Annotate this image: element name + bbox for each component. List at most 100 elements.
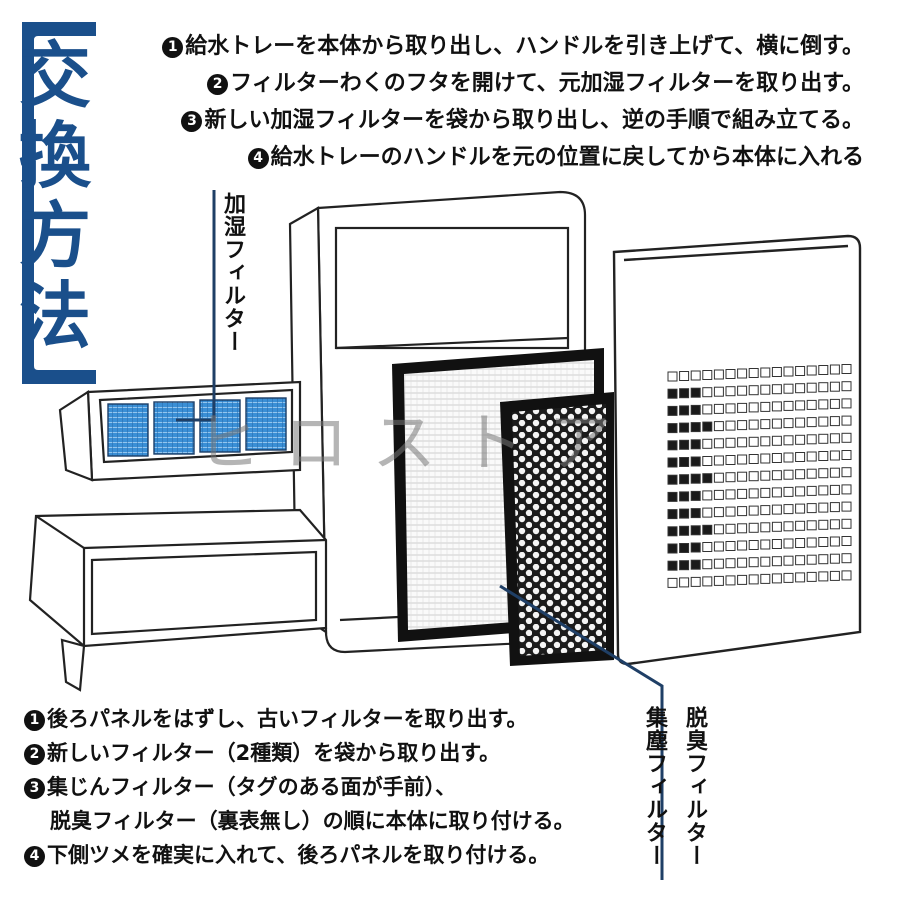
title-char: 方	[18, 194, 91, 278]
vent-hole	[725, 420, 736, 431]
vent-hole	[667, 577, 678, 588]
step-number: 4	[247, 148, 269, 169]
step-text: 脱臭フィルター（裏表無し）の順に本体に取り付ける。	[50, 809, 575, 833]
vent-hole	[690, 473, 701, 484]
vent-hole	[702, 490, 713, 501]
vent-hole	[818, 399, 829, 410]
vent-hole	[806, 451, 817, 462]
vent-hole	[725, 489, 736, 500]
vent-hole	[783, 572, 794, 583]
vent-hole	[795, 383, 806, 394]
step-text: 新しいフィルター（2種類）を袋から取り出す。	[47, 741, 501, 765]
vent-hole	[783, 452, 794, 463]
vent-hole	[679, 525, 690, 536]
vent-hole	[679, 508, 690, 519]
vent-hole	[806, 571, 817, 582]
vent-hole	[702, 524, 713, 535]
vent-hole	[748, 402, 759, 413]
vent-hole	[702, 559, 713, 570]
vent-hole	[702, 456, 713, 466]
vent-hole	[795, 572, 806, 583]
vent-hole	[760, 539, 771, 550]
vent-hole	[760, 384, 771, 395]
vent-hole	[748, 557, 759, 568]
dust-filter-label: 集塵フィルター	[642, 706, 667, 867]
vent-hole	[771, 453, 782, 463]
vent-hole	[829, 553, 840, 564]
vent-hole	[748, 419, 759, 430]
step-text: 集じんフィルター（タグのある面が手前）、	[47, 775, 457, 799]
vent-hole	[725, 523, 736, 534]
vent-hole	[748, 436, 759, 447]
step-number: 4	[24, 846, 45, 867]
vent-hole	[771, 487, 782, 498]
vent-hole	[667, 371, 678, 382]
vent-hole	[783, 469, 794, 480]
vent-hole	[783, 538, 794, 549]
vent-hole	[725, 506, 736, 517]
step-number: 1	[162, 37, 184, 58]
vent-hole	[737, 402, 748, 413]
vent-hole	[806, 503, 817, 514]
vent-hole	[818, 433, 829, 444]
vent-hole	[841, 536, 852, 546]
vent-hole	[690, 370, 701, 381]
vent-hole	[841, 518, 852, 529]
vent-hole	[841, 570, 852, 581]
vent-hole	[725, 403, 736, 414]
vent-hole	[667, 526, 678, 537]
vent-hole	[713, 455, 724, 466]
vent-hole	[748, 505, 759, 516]
vent-hole	[818, 468, 829, 479]
vent-hole	[841, 553, 852, 564]
vent-hole	[679, 405, 690, 416]
vent-hole	[771, 539, 782, 549]
vent-hole	[713, 369, 724, 380]
step-text: 下側ツメを確実に入れて、後ろパネルを取り付ける。	[47, 843, 550, 867]
vent-hole	[829, 484, 840, 495]
vent-hole	[829, 519, 840, 530]
vent-hole	[760, 367, 771, 378]
rear-panel-vent-grid	[667, 364, 852, 588]
vent-hole	[806, 468, 817, 479]
vent-hole	[667, 560, 678, 571]
vent-hole	[667, 491, 678, 502]
vent-hole	[795, 434, 806, 445]
vent-hole	[737, 368, 748, 379]
vent-hole	[667, 457, 678, 468]
vent-hole	[760, 556, 771, 567]
vent-hole	[795, 503, 806, 514]
vent-hole	[690, 422, 701, 433]
vent-hole	[679, 543, 690, 553]
vent-hole	[771, 401, 782, 412]
vent-hole	[713, 507, 724, 518]
vent-hole	[690, 456, 701, 467]
deodorizing-filter-label: 脱臭フィルター	[682, 706, 707, 867]
vent-hole	[690, 490, 701, 501]
step-text: 給水トレーを本体から取り出し、ハンドルを引き上げて、横に倒す。	[185, 34, 864, 59]
step-text: フィルターわくのフタを開けて、元加湿フィルターを取り出す。	[230, 71, 864, 96]
vent-hole	[783, 486, 794, 497]
humidifier-filter-panels	[107, 397, 287, 457]
vent-hole	[783, 418, 794, 429]
step-number: 2	[207, 74, 229, 95]
vent-hole	[748, 471, 759, 482]
vent-hole	[702, 438, 713, 449]
vent-hole	[783, 504, 794, 515]
vent-hole	[771, 418, 782, 429]
rear-panel	[612, 234, 862, 666]
vent-hole	[771, 521, 782, 532]
vent-hole	[713, 438, 724, 449]
vent-hole	[702, 387, 713, 398]
vent-hole	[713, 558, 724, 569]
vent-hole	[818, 519, 829, 530]
vent-hole	[829, 536, 840, 547]
vent-hole	[690, 508, 701, 519]
vent-hole	[725, 369, 736, 379]
vent-hole	[818, 451, 829, 461]
watermark: ヒロストア	[196, 407, 636, 481]
